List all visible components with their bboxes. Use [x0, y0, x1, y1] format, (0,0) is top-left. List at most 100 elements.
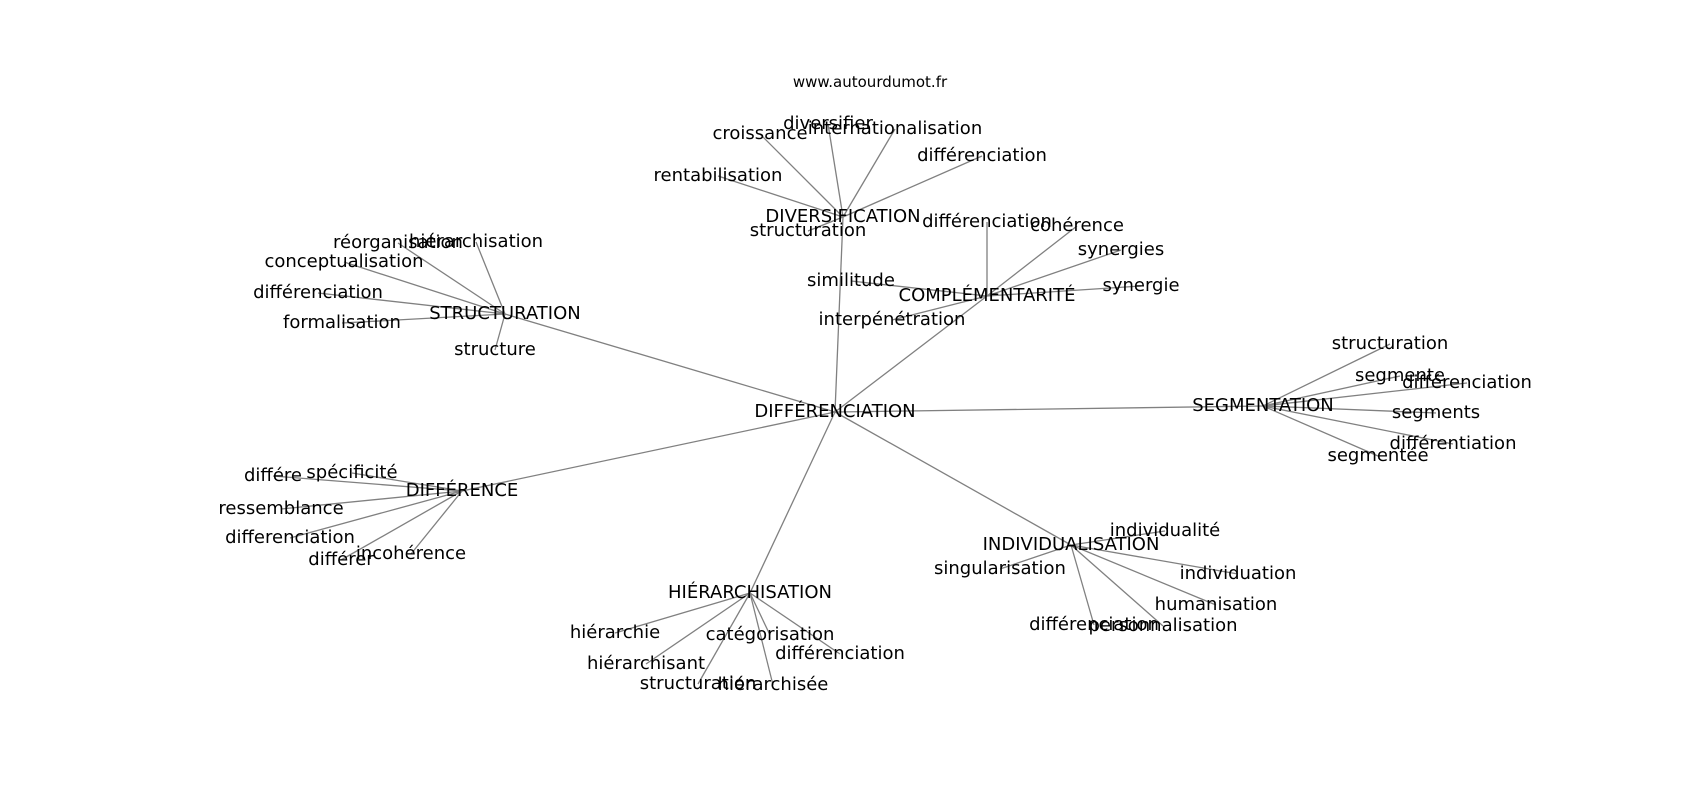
leaf-node-label: hiérarchisant [587, 653, 705, 674]
leaf-node-label: réorganisation [333, 232, 463, 253]
leaf-node-label: catégorisation [706, 624, 835, 645]
leaf-node-label: différenciation [1029, 614, 1159, 635]
hub-node-label: DIVERSIFICATION [765, 206, 920, 227]
edge-diversification-leaf-4 [717, 175, 844, 218]
edge-structuration-leaf-3 [317, 292, 506, 315]
edge-hierarchisation-leaf-2 [645, 592, 751, 665]
leaf-node-label: ressemblance [218, 498, 343, 519]
leaf-node-label: similitude [807, 270, 895, 291]
leaf-node-label: rentabilisation [654, 165, 783, 186]
leaf-node-label: segmentée [1327, 445, 1428, 466]
edge-difference-leaf-0 [272, 475, 463, 492]
leaf-node-label: interpénétration [819, 309, 966, 330]
leaf-node-label: diversifier [783, 113, 873, 134]
leaf-node-label: incohérence [356, 543, 466, 564]
leaf-node-label: structuration [750, 220, 867, 241]
edge-structuration-leaf-4 [341, 313, 506, 324]
leaf-node-label: différer [308, 549, 374, 570]
leaf-node-label: différenciation [1402, 372, 1532, 393]
leaf-node-label: croissance [712, 123, 807, 144]
edge-difference-leaf-3 [289, 490, 463, 539]
edge-difference-leaf-1 [351, 472, 463, 492]
edge-hierarchisation-leaf-5 [749, 592, 774, 686]
edge-complementarite-leaf-3 [986, 285, 1142, 297]
leaf-node-label: synergie [1102, 275, 1179, 296]
edge-segmentation-leaf-5 [1262, 405, 1379, 457]
leaf-node-label: individualité [1110, 520, 1221, 541]
leaf-node-label: différe [244, 465, 302, 486]
leaf-node-label: hiérarchisée [718, 674, 829, 695]
edge-hierarchisation-leaf-0 [614, 592, 751, 634]
edge-segmentation-leaf-0 [1262, 343, 1391, 407]
leaf-node-label: differenciation [225, 527, 355, 548]
edge-complementarite-leaf-5 [891, 295, 988, 321]
edge-hierarchisation-leaf-4 [697, 592, 751, 685]
leaf-node-label: segmente [1355, 365, 1445, 386]
leaf-node-label: différentiation [1390, 433, 1517, 454]
edge-diversification-leaf-3 [842, 155, 983, 218]
edge-center-individualisation [834, 411, 1072, 546]
edge-segmentation-leaf-3 [1262, 405, 1437, 414]
leaf-node-label: différenciation [922, 211, 1052, 232]
edge-difference-leaf-4 [340, 490, 463, 561]
leaf-node-label: formalisation [283, 312, 401, 333]
edge-structuration-leaf-0 [397, 242, 506, 315]
edge-center-difference [461, 411, 836, 492]
graph-edges [272, 123, 1468, 686]
leaf-node-label: cohérence [1030, 215, 1124, 236]
edge-individualisation-leaf-5 [1070, 544, 1164, 627]
leaf-node-label: différenciation [253, 282, 383, 303]
hub-node-label: SEGMENTATION [1192, 395, 1334, 416]
leaf-node-label: structuration [1332, 333, 1449, 354]
edge-center-hierarchisation [749, 411, 836, 594]
edge-complementarite-leaf-2 [986, 249, 1122, 297]
edge-diversification-leaf-5 [807, 216, 844, 232]
edge-complementarite-leaf-4 [850, 280, 988, 297]
edge-center-structuration [504, 313, 836, 413]
edge-diversification-leaf-0 [759, 133, 844, 218]
leaf-node-label: singularisation [934, 558, 1066, 579]
leaf-node-label: synergies [1078, 239, 1164, 260]
edge-hierarchisation-leaf-1 [749, 592, 771, 636]
leaf-node-label: personnalisation [1088, 615, 1237, 636]
leaf-node-label: individuation [1180, 563, 1297, 584]
edge-structuration-leaf-1 [475, 241, 506, 315]
leaf-node-label: différenciation [917, 145, 1047, 166]
leaf-node-label: segments [1392, 402, 1480, 423]
edge-difference-leaf-5 [410, 490, 463, 555]
center-node-label: DIFFÉRENCIATION [754, 400, 915, 422]
edge-segmentation-leaf-1 [1262, 375, 1401, 407]
leaf-node-label: internationalisation [808, 118, 982, 139]
hub-node-label: DIFFÉRENCE [406, 479, 519, 501]
edge-segmentation-leaf-2 [1262, 382, 1468, 407]
edge-structuration-leaf-5 [494, 313, 506, 351]
leaf-node-label: hiérarchisation [409, 231, 543, 252]
leaf-node-label: différenciation [775, 643, 905, 664]
edge-individualisation-leaf-0 [1070, 530, 1166, 546]
hub-node-label: INDIVIDUALISATION [983, 534, 1160, 555]
edge-individualisation-leaf-2 [1070, 544, 1239, 575]
edge-diversification-leaf-1 [827, 123, 844, 218]
hub-node-label: HIÉRARCHISATION [668, 581, 832, 603]
edge-complementarite-leaf-1 [986, 225, 1078, 297]
hub-node-label: STRUCTURATION [429, 303, 580, 324]
graph-labels: croissancediversifierinternationalisatio… [218, 113, 1532, 695]
edge-difference-leaf-2 [280, 490, 463, 510]
edge-center-diversification [834, 216, 844, 413]
leaf-node-label: spécificité [306, 462, 397, 483]
leaf-node-label: humanisation [1155, 594, 1278, 615]
edge-individualisation-leaf-1 [999, 544, 1072, 570]
leaf-node-label: conceptualisation [264, 251, 423, 272]
leaf-node-label: structure [454, 339, 536, 360]
edge-structuration-leaf-2 [343, 261, 506, 315]
graph-title: www.autourdumot.fr [793, 73, 948, 91]
edge-segmentation-leaf-4 [1262, 405, 1454, 445]
edge-center-complementarite [834, 295, 988, 413]
leaf-node-label: structuration [640, 673, 757, 694]
edge-center-segmentation [834, 405, 1264, 413]
edge-diversification-leaf-2 [842, 128, 896, 218]
hub-node-label: COMPLÉMENTARITÉ [899, 284, 1076, 306]
edge-individualisation-leaf-3 [1070, 544, 1217, 606]
edge-individualisation-leaf-4 [1070, 544, 1095, 626]
